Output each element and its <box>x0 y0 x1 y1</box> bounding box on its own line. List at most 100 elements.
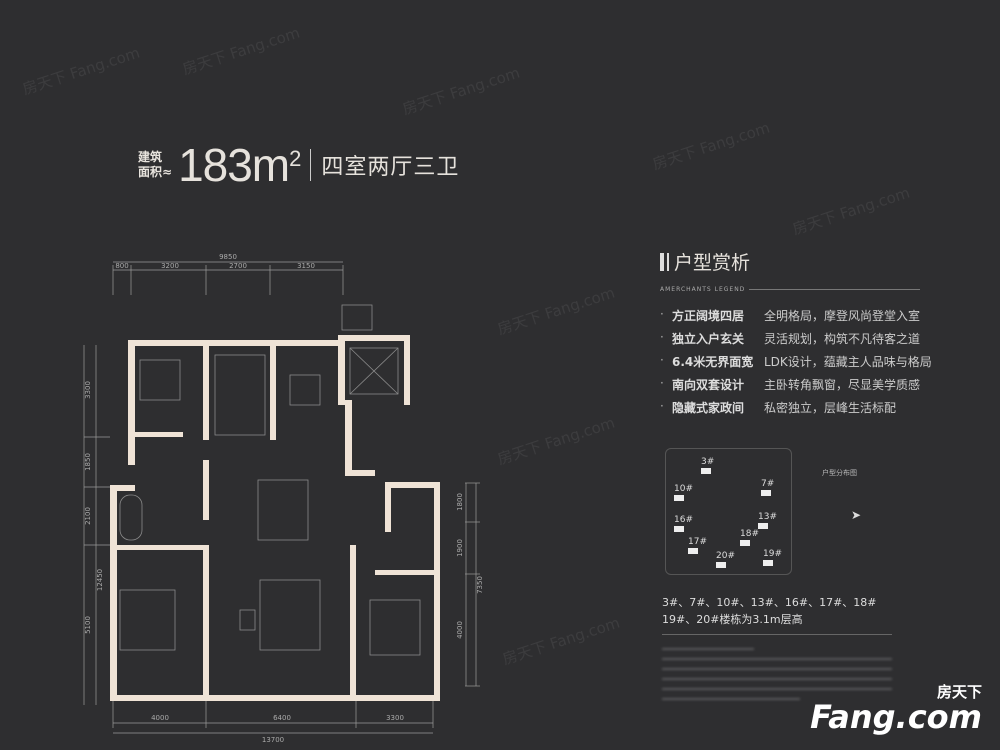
dim-bottom: 3300 <box>386 714 404 722</box>
feature-value: 主卧转角飘窗，尽显美学质感 <box>764 378 921 392</box>
feature-item: · 隐藏式家政间 私密独立，层峰生活标配 <box>660 399 960 422</box>
dim-bottom: 6400 <box>273 714 291 722</box>
logo-en: Fang.com <box>810 698 982 736</box>
feature-value: LDK设计，蕴藏主人品味与格局 <box>764 355 932 369</box>
building-marker: 20# <box>716 551 735 568</box>
building-icon <box>674 526 684 532</box>
dim-right: 1800 <box>456 493 464 511</box>
divider <box>749 289 920 290</box>
feature-list: ·方正阔境四居全明格局，摩登风尚登堂入室 · 独立入户玄关 灵活规划，构筑不凡待客之… <box>660 307 960 422</box>
building-marker: 16# <box>674 515 693 532</box>
dim-top: 3200 <box>161 262 179 270</box>
building-marker: 18# <box>740 529 759 546</box>
feature-item: · 南向双套设计 主卧转角飘窗，尽显美学质感 <box>660 376 960 399</box>
dim-bottom-total: 13700 <box>262 736 284 744</box>
building-label: 16# <box>674 515 693 525</box>
dimension-lines <box>83 261 480 734</box>
area-title: 建筑 面积≈ 183m2 四室两厅三卫 <box>138 142 459 188</box>
feature-key: 独立入户玄关 <box>672 332 745 346</box>
building-marker: 10# <box>674 484 693 501</box>
building-label: 13# <box>758 512 777 522</box>
wall <box>350 545 356 695</box>
dim-left: 5100 <box>84 616 92 634</box>
dim-left: 2100 <box>84 507 92 525</box>
bed-icon <box>139 359 181 401</box>
building-marker: 17# <box>688 537 707 554</box>
wall <box>345 470 375 476</box>
sofa-icon <box>259 579 321 651</box>
panel-title-text: 户型赏析 <box>674 252 751 274</box>
building-label: 3# <box>701 457 715 467</box>
area-label-line2: 面积≈ <box>138 165 173 179</box>
walls <box>110 335 440 701</box>
wall <box>434 482 440 700</box>
bullet-icon: · <box>660 353 664 367</box>
feature-panel: 户型赏析 AMERCHANTS LEGEND ·方正阔境四居全明格局，摩登风尚登… <box>660 248 960 422</box>
building-icon <box>701 468 711 474</box>
fang-logo: 房天下 Fang.com <box>810 681 982 736</box>
site-map: 3# 7# 10# 13# 16# 17# 18# 19# 20# <box>665 448 792 575</box>
feature-key: 隐藏式家政间 <box>672 401 745 415</box>
wall <box>338 335 410 341</box>
feature-value: 灵活规划，构筑不凡待客之道 <box>764 332 921 346</box>
dim-bottom: 4000 <box>151 714 169 722</box>
building-label: 10# <box>674 484 693 494</box>
bullet-icon: · <box>660 330 664 344</box>
desk-icon <box>289 374 321 406</box>
building-icon <box>761 490 771 496</box>
dim-top-total: 9850 <box>219 253 237 261</box>
building-label: 17# <box>688 537 707 547</box>
divider <box>662 634 892 635</box>
elevator-icon <box>349 347 399 395</box>
building-marker: 3# <box>701 457 714 474</box>
building-icon <box>674 495 684 501</box>
building-icon <box>763 560 773 566</box>
dim-right: 4000 <box>456 621 464 639</box>
bed-icon <box>119 589 176 651</box>
feature-item: · 独立入户玄关 灵活规划，构筑不凡待客之道 <box>660 330 960 353</box>
logo-cn: 房天下 <box>936 683 982 701</box>
area-label-line1: 建筑 <box>138 150 163 164</box>
dim-left-total: 12450 <box>96 569 104 591</box>
area-number: 183m <box>178 139 290 191</box>
building-marker: 7# <box>761 479 774 496</box>
north-arrow-icon: ➤ <box>851 508 862 522</box>
panel-title: 户型赏析 <box>660 248 960 275</box>
wall <box>110 545 205 550</box>
chair-icon <box>239 609 256 631</box>
building-label: 7# <box>761 479 775 489</box>
building-label: 18# <box>740 529 759 539</box>
building-icon <box>716 562 726 568</box>
dim-top: 3150 <box>297 262 315 270</box>
appliance-icon <box>341 304 373 331</box>
furniture <box>119 304 421 656</box>
dim-left: 3300 <box>84 381 92 399</box>
building-icon <box>688 548 698 554</box>
title-bar-icon <box>660 252 664 271</box>
wall <box>203 545 209 695</box>
kitchen-counter-icon <box>214 354 266 436</box>
area-label: 建筑 面积≈ <box>138 150 172 180</box>
notes-line2: 19#、20#楼栋为3.1m层高 <box>662 613 803 626</box>
bullet-icon: · <box>660 399 664 413</box>
wall <box>385 482 391 532</box>
building-marker: 19# <box>763 549 782 566</box>
bullet-icon: · <box>660 376 664 390</box>
feature-value: 私密独立，层峰生活标配 <box>764 401 897 415</box>
feature-key: 南向双套设计 <box>672 378 745 392</box>
elevator-cross-line <box>349 347 399 395</box>
feature-item: ·方正阔境四居全明格局，摩登风尚登堂入室 <box>660 307 960 330</box>
dim-right: 1900 <box>456 539 464 557</box>
dim-left: 1850 <box>84 453 92 471</box>
wall <box>128 340 338 346</box>
site-map-caption: 户型分布图 <box>822 469 857 477</box>
notes: 3#、7#、10#、13#、16#、17#、18# 19#、20#楼栋为3.1m… <box>662 594 892 635</box>
building-marker: 13# <box>758 512 777 529</box>
wall <box>110 485 117 700</box>
area-unit-sup: 2 <box>289 146 301 171</box>
dim-top: 800 <box>115 262 128 270</box>
area-value: 183m2 <box>178 142 301 188</box>
legend-subtitle: AMERCHANTS LEGEND <box>660 286 920 293</box>
wall <box>128 340 135 465</box>
